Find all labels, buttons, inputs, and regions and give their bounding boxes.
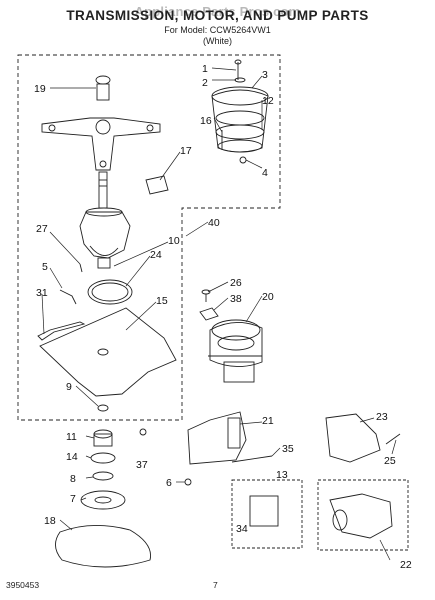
callout-15: 15 — [156, 295, 168, 307]
callout-6: 6 — [166, 477, 172, 489]
callout-27: 27 — [36, 223, 48, 235]
callout-7: 7 — [70, 493, 76, 505]
callout-16: 16 — [200, 115, 212, 127]
pump-housing-part — [211, 59, 269, 164]
callout-14: 14 — [66, 451, 78, 463]
callout-31: 31 — [36, 287, 48, 299]
gasket-part — [145, 175, 169, 195]
callout-34: 34 — [236, 523, 248, 535]
callout-24: 24 — [150, 249, 162, 261]
callout-23: 23 — [376, 411, 388, 423]
callout-40: 40 — [208, 217, 220, 229]
model-line: For Model: CCW5264VW1 — [164, 25, 271, 35]
callout-19: 19 — [34, 83, 46, 95]
clutch-band-part — [59, 263, 133, 305]
callout-11: 11 — [66, 431, 77, 443]
document-number: 3950453 — [6, 580, 40, 590]
callout-25: 25 — [384, 455, 396, 467]
callout-21: 21 — [262, 415, 274, 427]
callout-38: 38 — [230, 293, 242, 305]
callout-1: 1 — [202, 63, 208, 75]
screw-25 — [385, 433, 401, 445]
watermark: Appliance Parts Pros.com — [134, 4, 301, 19]
group-boundary — [17, 54, 281, 421]
isolator-part — [97, 404, 109, 412]
page-number: 7 — [213, 580, 218, 590]
model-variant: (White) — [203, 36, 232, 46]
rod-part — [231, 455, 273, 463]
brake-rod-part — [37, 321, 86, 341]
clip-part — [139, 428, 147, 436]
pump-box — [317, 479, 409, 551]
callout-37: 37 — [136, 459, 148, 471]
callout-5: 5 — [42, 261, 48, 273]
capacitor-box — [231, 479, 303, 549]
pulley-stack-part — [80, 429, 126, 510]
callout-10: 10 — [168, 235, 180, 247]
callout-20: 20 — [262, 291, 274, 303]
callout-2: 2 — [202, 77, 208, 89]
capacitor-part — [249, 495, 279, 527]
motor-shield-part — [187, 411, 247, 465]
callout-9: 9 — [66, 381, 72, 393]
callout-8: 8 — [70, 473, 76, 485]
plate-hole — [97, 348, 109, 356]
screw-part — [184, 478, 192, 486]
drive-belt-part — [55, 525, 152, 568]
drain-pump-part — [329, 493, 393, 539]
callout-35: 35 — [282, 443, 294, 455]
shield-tab — [227, 417, 241, 449]
page-title: TRANSMISSION, MOTOR, AND PUMP PARTS — [66, 8, 369, 23]
callout-17: 17 — [180, 145, 192, 157]
callout-18: 18 — [44, 515, 56, 527]
transmission-part — [79, 171, 131, 269]
callout-12: 12 — [262, 95, 274, 107]
callout-22: 22 — [400, 559, 412, 571]
callout-4: 4 — [262, 167, 268, 179]
callout-26: 26 — [230, 277, 242, 289]
drive-hub-part — [41, 75, 161, 171]
callout-13: 13 — [276, 469, 288, 481]
motor-part — [199, 289, 263, 383]
pump-inlet — [332, 509, 348, 531]
callout-3: 3 — [262, 69, 268, 81]
bracket-part — [325, 413, 381, 463]
